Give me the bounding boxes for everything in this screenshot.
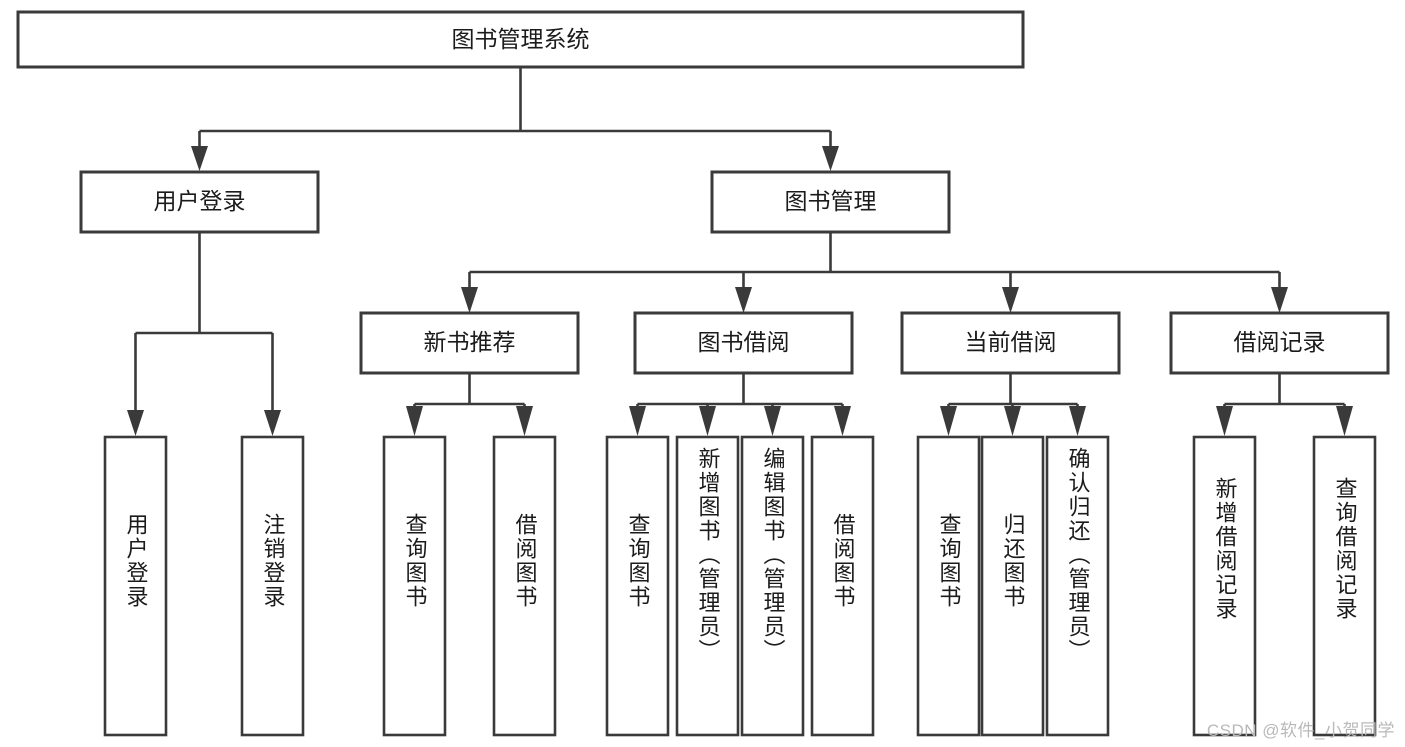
node-borrow-record-box[interactable] [1169,311,1390,375]
arrow-head-new-book-leaf-1 [406,406,423,436]
node-current-borrow[interactable]: 当前借阅 [900,311,1121,375]
node-user-login-label: 用户登录 [154,188,246,214]
node-root[interactable]: 图书管理系统 [16,10,1025,69]
arrow-head-book-borrow-leaf-2 [699,406,716,436]
leaf-box-book-borrow-2[interactable] [675,435,740,737]
arrow-head-current-borrow-leaf-1 [940,406,957,436]
node-book-management-label: 图书管理 [785,188,877,214]
leaf-box-current-borrow-2[interactable] [980,435,1045,737]
node-current-borrow-label: 当前借阅 [965,329,1057,355]
connector-group [127,67,1353,436]
watermark-text: CSDN @软件_小贺同学 [1206,721,1395,740]
node-book-borrow[interactable]: 图书借阅 [633,311,854,375]
node-book-management-box[interactable] [710,170,951,234]
leaf-box-borrow-record-1[interactable] [1192,435,1257,737]
leaf-box-book-borrow-4[interactable] [810,435,875,737]
leaf-box-current-borrow-1[interactable] [916,435,981,737]
node-root-label: 图书管理系统 [452,26,590,52]
node-root-box[interactable] [16,10,1025,69]
arrow-head-current-borrow [1002,287,1019,313]
leaf-box-book-borrow-3[interactable] [740,435,805,737]
leaf-box-new-book-1[interactable] [382,435,447,737]
leaf-box-new-book-2[interactable] [492,435,557,737]
node-book-management[interactable]: 图书管理 [710,170,951,234]
arrow-head-current-borrow-leaf-2 [1004,406,1021,436]
arrow-head-leaf-user-login-2 [264,410,281,436]
arrow-head-user-login [191,146,208,171]
leaf-box-user-login-2[interactable] [240,435,305,737]
arrow-head-current-borrow-leaf-3 [1069,406,1086,436]
arrow-head-book-borrow-leaf-4 [834,406,851,436]
arrow-head-leaf-user-login-1 [127,410,144,436]
node-book-borrow-box[interactable] [633,311,854,375]
leaf-box-book-borrow-1[interactable] [605,435,670,737]
arrow-head-new-book-leaf-2 [516,406,533,436]
node-book-borrow-label: 图书借阅 [698,329,790,355]
arrow-head-new-book [461,287,478,313]
node-new-book-recommend[interactable]: 新书推荐 [359,311,580,375]
node-borrow-record-label: 借阅记录 [1234,329,1326,355]
arrow-head-book-mgmt [822,146,839,171]
leaf-box-current-borrow-3[interactable] [1045,435,1110,737]
node-borrow-record[interactable]: 借阅记录 [1169,311,1390,375]
arrow-head-borrow-record-leaf-1 [1216,406,1233,436]
arrow-head-book-borrow-leaf-1 [629,406,646,436]
node-user-login-box[interactable] [79,170,320,234]
leaf-box-borrow-record-2[interactable] [1312,435,1377,737]
node-new-book-recommend-box[interactable] [359,311,580,375]
arrow-head-book-borrow-leaf-3 [764,406,781,436]
node-user-login[interactable]: 用户登录 [79,170,320,234]
leaf-box-user-login-1[interactable] [103,435,168,737]
node-new-book-recommend-label: 新书推荐 [424,329,516,355]
arrow-head-book-borrow [735,287,752,313]
arrow-head-borrow-record [1271,287,1288,313]
node-current-borrow-box[interactable] [900,311,1121,375]
arrow-head-borrow-record-leaf-2 [1336,406,1353,436]
